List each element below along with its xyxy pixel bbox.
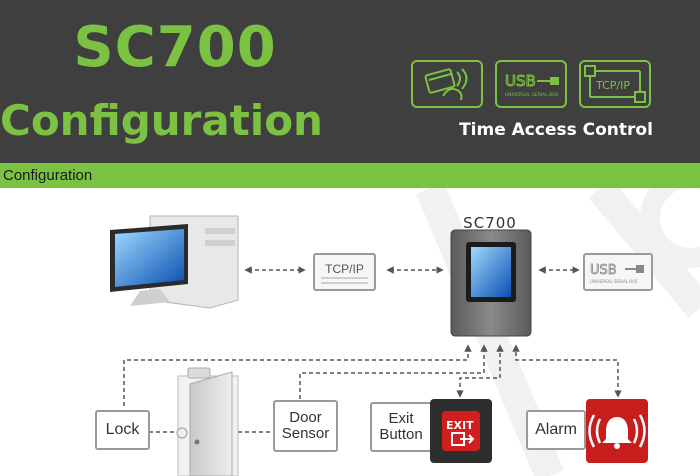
section-title: Configuration: [3, 167, 93, 184]
configuration-diagram: TCP/IP USB UNIVERSAL SERIAL BUS SC700 Lo…: [0, 188, 700, 476]
lock-box: Lock: [95, 410, 150, 450]
computer-icon: [110, 215, 239, 309]
door-sensor-label-line1: Door: [289, 408, 322, 426]
sc700-device: [450, 229, 532, 337]
alarm-label: Alarm: [535, 421, 577, 439]
configuration-title: Configuration: [0, 96, 323, 145]
door-sensor-label-line2: Sensor: [281, 425, 330, 442]
tcp-ip-label: TCP/IP: [325, 262, 364, 276]
card-reader-icon: [424, 68, 468, 101]
tagline: Time Access Control: [459, 120, 653, 140]
feature-badges: USB UNIVERSAL SERIAL BUS TCP/IP: [411, 60, 656, 112]
alarm-icon: [586, 399, 648, 463]
usb-diagram-icon: USB UNIVERSAL SERIAL BUS: [590, 263, 644, 284]
diagram-canvas: [110, 188, 700, 476]
usb-icon: USB UNIVERSAL SERIAL BUS: [505, 72, 559, 98]
exit-button-box: Exit Button: [370, 402, 432, 452]
section-bar: Configuration: [0, 163, 700, 188]
alarm-box: Alarm: [526, 410, 586, 450]
sc700-label: SC700: [463, 214, 517, 232]
tcp-badge: TCP/IP: [579, 60, 651, 108]
card-reader-badge: [411, 60, 483, 108]
exit-sign-text: EXIT: [446, 419, 474, 432]
tcp-badge-label: TCP/IP: [595, 79, 630, 92]
product-title: SC700: [73, 15, 277, 80]
usb-badge-sublabel: UNIVERSAL SERIAL BUS: [505, 92, 559, 98]
exit-sign-icon: EXIT: [442, 411, 480, 451]
door-sensor-box: Door Sensor: [273, 400, 338, 452]
header-banner: SC700 Configuration USB UNIVERSAL SERIAL…: [0, 0, 700, 163]
lock-label: Lock: [105, 421, 140, 439]
usb-badge-label: USB: [505, 72, 536, 90]
tcp-ip-box: TCP/IP: [313, 253, 376, 291]
usb-badge: USB UNIVERSAL SERIAL BUS: [495, 60, 567, 108]
usb-diagram-label: USB: [590, 263, 617, 278]
network-icon: TCP/IP: [584, 65, 646, 103]
exit-button-label-line1: Exit: [388, 409, 414, 427]
bell-icon: [588, 414, 646, 449]
exit-button-icon: EXIT: [430, 399, 492, 463]
exit-button-label-line2: Button: [379, 426, 423, 443]
door-icon: [176, 367, 239, 476]
usb-diagram-sublabel: UNIVERSAL SERIAL BUS: [590, 279, 638, 284]
usb-box: USB UNIVERSAL SERIAL BUS: [583, 253, 653, 291]
